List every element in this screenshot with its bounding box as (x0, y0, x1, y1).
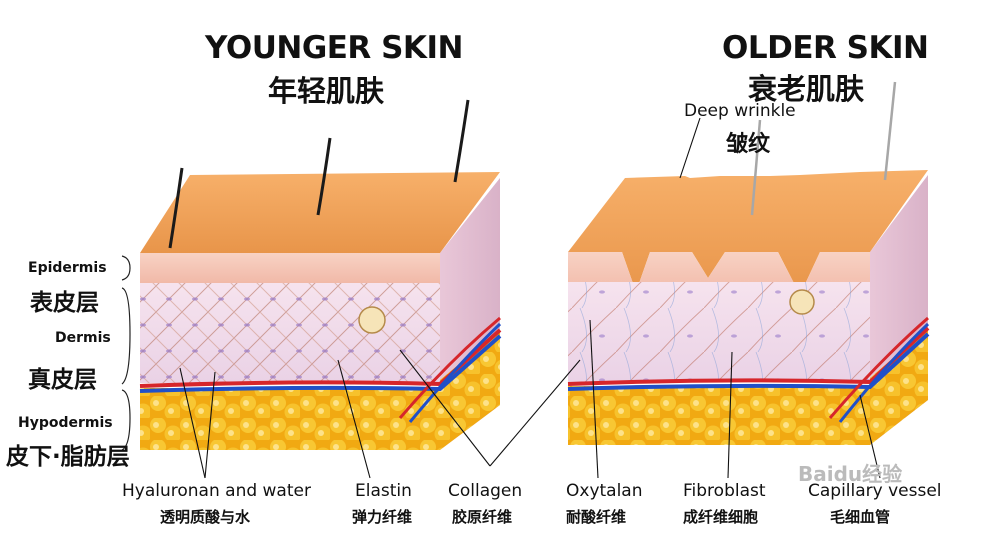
younger-hair-1 (168, 167, 184, 249)
fibroblast-label: Fibroblast (683, 481, 766, 501)
older-hypodermis (568, 386, 870, 445)
capillary-label: Capillary vessel (808, 481, 942, 501)
elastin-label-cn: 弹力纤维 (352, 508, 413, 526)
younger-vein-branch (408, 322, 502, 423)
older-title-cn: 衰老肌肤 (748, 72, 865, 106)
hypodermis-label-cn: 皮下·脂肪层 (6, 444, 130, 470)
older-side-fat (870, 328, 928, 445)
older-skin-block (567, 81, 930, 445)
younger-hair-2 (316, 137, 332, 216)
younger-title: YOUNGER SKIN (205, 30, 463, 66)
hyaluronan-label-cn: 透明质酸与水 (160, 508, 251, 526)
older-vein-branch (838, 322, 930, 423)
older-artery-branch (828, 316, 929, 419)
younger-title-cn: 年轻肌肤 (268, 74, 385, 108)
dermis-label-cn: 真皮层 (28, 367, 97, 393)
older-artery (567, 326, 930, 386)
callout-lines (179, 117, 881, 479)
collagen-label: Collagen (448, 481, 523, 501)
fibroblast-label-cn: 成纤维细胞 (683, 508, 759, 526)
younger-hair-3 (453, 99, 470, 183)
younger-vein (139, 334, 502, 393)
younger-skin-block (139, 99, 502, 450)
older-vein (567, 332, 930, 391)
layer-brackets (121, 255, 131, 451)
younger-fibers (140, 283, 440, 383)
younger-artery-branch (398, 316, 501, 419)
oxytalan-label-cn: 耐酸纤维 (566, 508, 627, 526)
younger-hypodermis (140, 388, 440, 450)
hypodermis-label: Hypodermis (18, 415, 113, 431)
older-title: OLDER SKIN (722, 30, 929, 66)
wrinkle-label-cn: 皱纹 (726, 132, 771, 157)
hyaluronan-label: Hyaluronan and water (122, 481, 311, 501)
older-top-surface (568, 170, 928, 295)
younger-epidermis (140, 253, 440, 283)
baidu-watermark: Baidu经验 (798, 462, 903, 486)
older-gland (789, 289, 815, 315)
epidermis-label: Epidermis (28, 260, 107, 276)
older-hair-2 (883, 81, 897, 181)
older-hair-1 (750, 119, 762, 216)
elastin-label: Elastin (355, 481, 412, 501)
collagen-label-cn: 胶原纤维 (452, 508, 513, 526)
younger-top-surface (140, 172, 500, 253)
older-fibers (568, 282, 870, 382)
oxytalan-label: Oxytalan (566, 481, 643, 501)
wrinkle-label: Deep wrinkle (684, 101, 796, 121)
younger-gland (358, 306, 386, 334)
capillary-label-cn: 毛细血管 (830, 508, 891, 526)
dermis-label: Dermis (55, 330, 111, 346)
epidermis-label-cn: 表皮层 (30, 290, 99, 316)
